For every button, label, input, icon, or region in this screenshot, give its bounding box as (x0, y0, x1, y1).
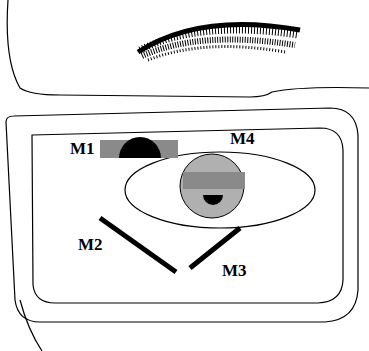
cheek-outline (20, 300, 42, 351)
face-outline (7, 0, 369, 97)
iris (180, 154, 244, 218)
marker-m1-dot (119, 137, 161, 158)
glasses-frame-outer (6, 108, 358, 322)
eye-outline (125, 152, 315, 228)
eyebrow (138, 24, 300, 60)
marker-m2 (100, 218, 176, 272)
marker-m4-dot (203, 195, 223, 205)
marker-label: M2 (78, 236, 103, 253)
marker-label: M3 (222, 262, 247, 279)
marker-m4-bar (183, 172, 245, 189)
marker-label: M4 (230, 130, 255, 147)
glasses-frame-inner (32, 128, 343, 303)
marker-label: M1 (70, 140, 95, 157)
